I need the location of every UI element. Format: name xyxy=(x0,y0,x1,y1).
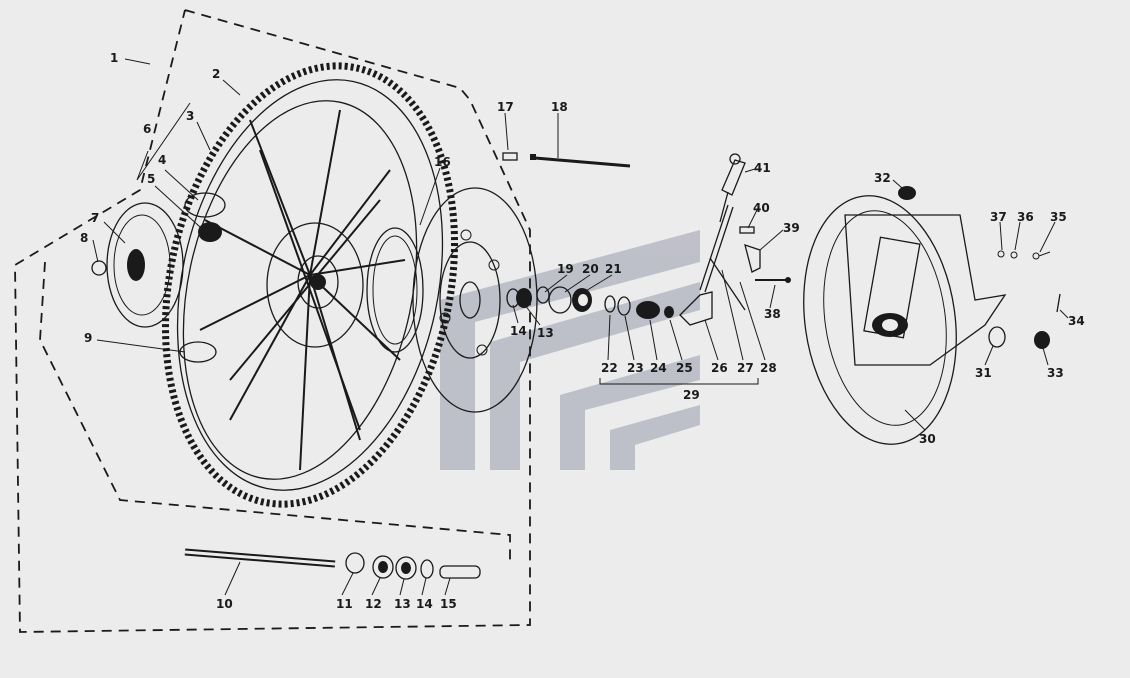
label-21: 21 xyxy=(605,262,622,276)
label-15: 15 xyxy=(440,597,457,611)
label-34: 34 xyxy=(1068,314,1085,328)
label-3: 3 xyxy=(186,109,194,123)
spokes xyxy=(199,109,406,471)
label-28: 28 xyxy=(760,361,777,375)
leader-lines xyxy=(92,58,1069,596)
label-32: 32 xyxy=(874,171,891,185)
axle-assembly xyxy=(184,548,481,580)
label-39: 39 xyxy=(783,221,800,235)
label-35: 35 xyxy=(1050,210,1067,224)
rim-clip xyxy=(179,341,217,363)
part-labels: 1 2 3 4 5 6 7 8 9 10 11 12 13 14 15 16 1… xyxy=(80,51,1085,611)
label-11: 11 xyxy=(336,597,353,611)
label-17: 17 xyxy=(497,100,514,114)
label-25: 25 xyxy=(676,361,693,375)
wheel-hub xyxy=(266,222,364,348)
lever-parts xyxy=(739,226,791,283)
label-37: 37 xyxy=(990,210,1007,224)
label-41: 41 xyxy=(754,161,771,175)
hub-cap xyxy=(106,202,184,328)
label-24: 24 xyxy=(650,361,667,375)
label-8: 8 xyxy=(80,231,88,245)
label-27: 27 xyxy=(737,361,754,375)
label-9: 9 xyxy=(84,331,92,345)
label-4: 4 xyxy=(158,153,166,167)
label-10: 10 xyxy=(216,597,233,611)
label-2: 2 xyxy=(212,67,220,81)
brake-plate xyxy=(803,195,1007,445)
cable-end xyxy=(719,153,746,223)
label-40: 40 xyxy=(753,201,770,215)
label-23: 23 xyxy=(627,361,644,375)
label-1: 1 xyxy=(110,51,118,65)
sprocket-seal xyxy=(366,227,424,353)
assembly-outline-axle xyxy=(39,261,511,560)
plate-hardware xyxy=(898,186,1061,349)
brake-disc xyxy=(412,187,538,413)
valve xyxy=(184,192,226,242)
label-33: 33 xyxy=(1047,366,1064,380)
label-29: 29 xyxy=(683,388,700,402)
label-18: 18 xyxy=(551,100,568,114)
label-6: 6 xyxy=(143,122,151,136)
label-38: 38 xyxy=(764,307,781,321)
label-5: 5 xyxy=(147,172,155,186)
brake-cam-parts xyxy=(604,204,746,326)
label-16: 16 xyxy=(434,155,451,169)
label-30: 30 xyxy=(919,432,936,446)
label-26: 26 xyxy=(711,361,728,375)
label-13-inner: 13 xyxy=(537,326,554,340)
label-7: 7 xyxy=(91,211,99,225)
label-14: 14 xyxy=(416,597,433,611)
axle-bolt xyxy=(502,152,631,168)
assembly-outline-wheel xyxy=(14,9,531,633)
label-31: 31 xyxy=(975,366,992,380)
o-ring xyxy=(91,260,107,276)
tire xyxy=(161,62,459,508)
label-19: 19 xyxy=(557,262,574,276)
label-13: 13 xyxy=(394,597,411,611)
label-12: 12 xyxy=(365,597,382,611)
label-22: 22 xyxy=(601,361,618,375)
label-20: 20 xyxy=(582,262,599,276)
label-36: 36 xyxy=(1017,210,1034,224)
bearings-spacers xyxy=(506,286,592,314)
label-14-inner: 14 xyxy=(510,324,527,338)
